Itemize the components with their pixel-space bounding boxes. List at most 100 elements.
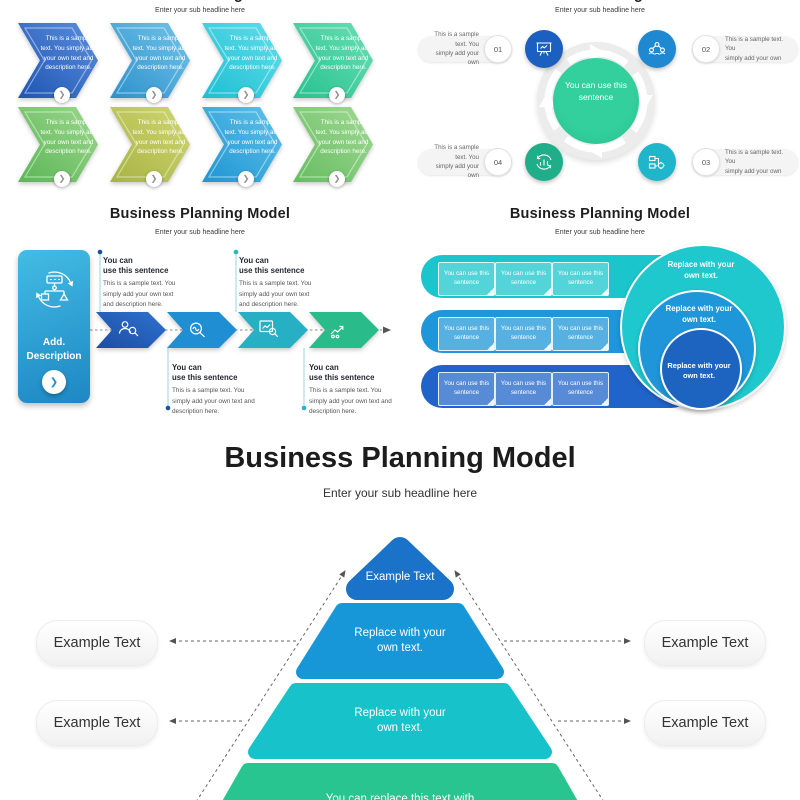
matrix-note[interactable]: You can use this sentence [552,317,609,351]
matrix-note[interactable]: You can use this sentence [438,372,495,406]
slide-subtitle: Enter your sub headline here [155,7,245,14]
chart-search-icon [259,320,279,338]
step-number-badge: 04 [484,148,512,176]
chevron-right-icon: ❯ [49,376,59,388]
description-card[interactable]: Add.Description ❯ [18,250,90,403]
next-button[interactable]: ❯ [238,87,254,103]
chevron-text: This is a sample text. You simply add yo… [132,119,189,156]
nested-circle-inner [660,328,742,410]
chevron-right-icon: ❯ [58,174,66,183]
folded-corner [544,343,551,350]
next-button[interactable]: ❯ [54,171,70,187]
chevron-right-icon: ❯ [333,90,341,99]
dashed-guides [169,570,631,800]
cycle-item-circle[interactable] [525,30,563,68]
slide-matrix-circles[interactable]: Business Planning Model Enter your sub h… [400,200,800,430]
step-connectors [97,249,307,411]
cycle-center-text: You can use this sentence [564,80,628,102]
folded-corner [544,398,551,405]
next-button[interactable]: ❯ [146,87,162,103]
matrix-note[interactable]: You can use this sentence [438,317,495,351]
next-button[interactable]: ❯ [329,171,345,187]
slide-cycle-diagram[interactable]: Business Planning Model Enter your sub h… [400,0,800,200]
matrix-note[interactable]: You can use this sentence [552,262,609,296]
pyramid-layer-4 [222,763,578,800]
matrix-note[interactable]: You can use this sentence [495,262,552,296]
card-next-button[interactable]: ❯ [42,370,66,394]
folded-corner [487,288,494,295]
pyramid-layer-1 [346,537,454,600]
matrix-note[interactable]: You can use this sentence [495,317,552,351]
chevron-text: This is a sample text. You simply add yo… [132,35,189,72]
matrix-note[interactable]: You can use this sentence [552,372,609,406]
cycle-item-circle[interactable] [638,143,676,181]
pyramid-layer-3 [248,683,552,759]
folded-corner [601,343,608,350]
cycle-arrows [539,44,653,158]
chevron-text: This is a sample text. You simply add yo… [315,119,372,156]
process-arrows [96,312,379,348]
folded-corner [601,288,608,295]
timeline-arrowhead [383,326,391,334]
main-title: Business Planning Model [224,442,576,474]
main-subtitle: Enter your sub headline here [322,486,478,500]
example-pill[interactable]: Example Text [644,700,766,746]
example-pill[interactable]: Example Text [36,620,158,666]
slide-chevron-grid[interactable]: Business Planning Model Enter your sub h… [0,0,400,200]
example-pill[interactable]: Example Text [644,620,766,666]
pyramid-labels: Example Text Replace with your own text.… [326,571,475,800]
folded-corner [487,398,494,405]
cycle-item-circle[interactable] [638,30,676,68]
workflow-icon [648,155,665,170]
chevron-right-icon: ❯ [58,90,66,99]
team-icon [648,42,666,55]
next-button[interactable]: ❯ [146,171,162,187]
slide-title: Business Planning Model [109,206,291,222]
step-number-badge: 03 [692,148,720,176]
search-icon [190,322,205,338]
matrix-note[interactable]: You can use this sentence [438,262,495,296]
step-number-badge: 02 [692,35,720,63]
user-search-icon [118,321,139,337]
example-pill[interactable]: Example Text [36,700,158,746]
matrix-note[interactable]: You can use this sentence [495,372,552,406]
folded-corner [601,398,608,405]
chevron-text: This is a sample text. You simply add yo… [40,119,97,156]
chevron-right-icon: ❯ [242,174,250,183]
pyramid-graphic: Example Text Replace with your own text.… [169,537,631,800]
slide-pyramid[interactable]: Business Planning Model Enter your sub h… [0,430,800,800]
chevron-grid-graphic [18,23,373,182]
step-number-badge: 01 [484,35,512,63]
next-button[interactable]: ❯ [238,171,254,187]
pyramid-layers [222,537,578,800]
pyramid-layer-2 [296,603,504,679]
slide-subtitle: Enter your sub headline here [155,229,245,236]
cycle-center-circle [553,58,639,144]
chevron-inner-borders [23,27,368,178]
chevron-text: This is a sample text. You simply add yo… [315,35,372,72]
pyramid-label-4: You can replace this text with [326,793,475,800]
cycle-item-circle[interactable] [525,143,563,181]
next-button[interactable]: ❯ [329,87,345,103]
slide-process-timeline[interactable]: Business Planning Model Enter your sub h… [0,200,400,430]
folded-corner [487,343,494,350]
flowchart-cycle-icon [35,271,74,308]
chevron-right-icon: ❯ [333,174,341,183]
next-button[interactable]: ❯ [54,87,70,103]
slide-title: Business Planning Model [400,0,800,3]
slide-subtitle: Enter your sub headline here [555,7,645,14]
